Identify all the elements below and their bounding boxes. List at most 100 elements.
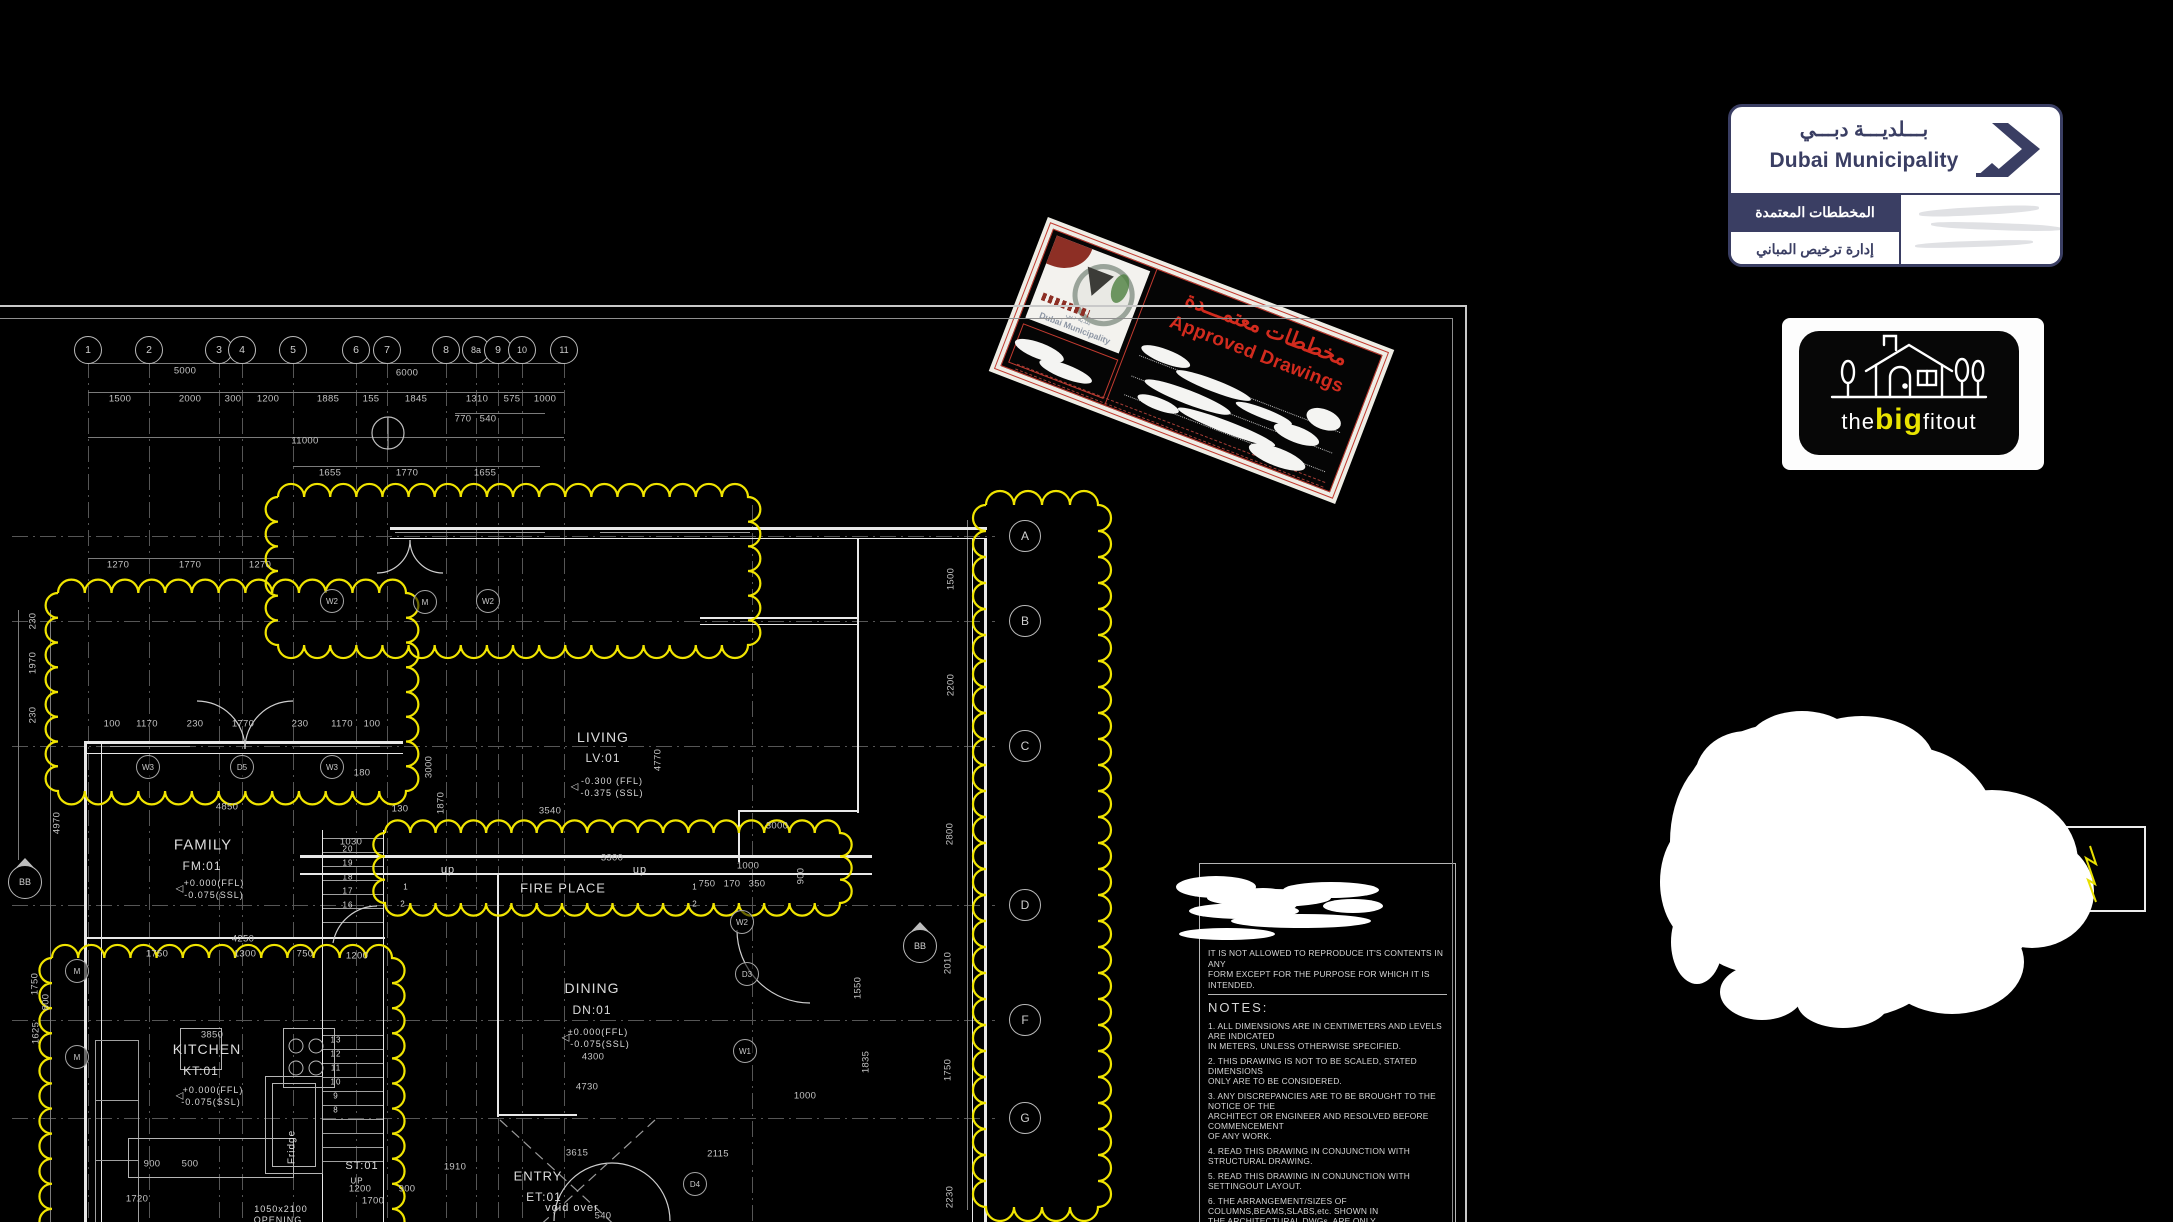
badge-signature-area <box>1901 195 2060 264</box>
plan-label: KITCHEN <box>172 1041 242 1057</box>
fixture-rect <box>283 1028 335 1088</box>
plan-label: 2 <box>692 899 698 909</box>
plan-label: ET:01 <box>526 1190 562 1204</box>
plan-label: +0.000(FFL) <box>182 1085 244 1095</box>
grid-bubble-9: 9 <box>484 336 512 364</box>
grid-line <box>12 1020 995 1021</box>
notes-scribble-shape <box>1228 888 1298 916</box>
dimension-text: 1870 <box>435 791 447 815</box>
redaction-blob-shape <box>1720 964 1804 1020</box>
badge-left-column: المخططات المعتمدة إدارة ترخيص المباني <box>1731 195 1901 264</box>
plan-label: up <box>440 864 456 876</box>
dimension-text: 180 <box>353 767 371 779</box>
badge-header: بـــلديـــة دبـــي Dubai Municipality <box>1731 107 2060 195</box>
fixture-rect <box>128 1138 294 1178</box>
plan-label: 1 <box>692 882 698 892</box>
detail-line <box>323 922 383 923</box>
cooktop-burner <box>308 1038 324 1054</box>
grid-bubble-11: 11 <box>550 336 578 364</box>
dimension-text: 540 <box>479 413 497 425</box>
detail-line <box>95 1100 138 1101</box>
dimension-line <box>88 392 564 393</box>
badge-licensing-band: إدارة ترخيص المباني <box>1731 230 1899 264</box>
wall-line <box>383 830 384 1222</box>
detail-line <box>323 1091 383 1092</box>
wall-line <box>857 538 859 813</box>
detail-line <box>323 838 383 839</box>
dimension-text: 1835 <box>860 1050 872 1074</box>
dimension-text: 1000 <box>533 393 557 405</box>
grid-line <box>356 362 357 1222</box>
dimension-text: 1750 <box>145 948 169 960</box>
detail-line <box>323 1063 383 1064</box>
dimension-text: 130 <box>391 803 409 815</box>
plan-label: KT:01 <box>183 1064 219 1078</box>
opening-tag: W2 <box>730 910 754 934</box>
opening-tag: W3 <box>320 755 344 779</box>
fitout-word-big: big <box>1874 403 1923 436</box>
detail-line <box>95 1160 138 1161</box>
opening-tag: D5 <box>230 755 254 779</box>
plan-label: UP <box>350 1176 364 1186</box>
opening-tag: M <box>65 1045 89 1069</box>
door-arc <box>611 1162 671 1222</box>
badge-title-arabic: بـــلديـــة دبـــي <box>1799 119 1929 141</box>
dimension-text: 2115 <box>707 1148 729 1160</box>
grid-line <box>752 505 753 1222</box>
opening-tag: M <box>65 959 89 983</box>
grid-bubble-C: C <box>1009 730 1041 762</box>
plan-label: LV:01 <box>585 751 621 765</box>
grid-bubble-5: 5 <box>279 336 307 364</box>
dimension-line <box>18 610 19 860</box>
dimension-text: 2010 <box>942 951 954 975</box>
dimension-text: 1550 <box>852 976 864 1000</box>
dimension-text: 300 <box>224 393 242 405</box>
bigfitout-logo-backdrop: the big fitout <box>1782 318 2044 470</box>
plan-label: ±0.000(FFL) <box>567 1027 629 1037</box>
fixture-rect <box>265 1076 323 1174</box>
plan-label: 12 <box>330 1049 342 1059</box>
dimension-line <box>293 466 540 467</box>
dubai-municipality-arrow-icon <box>1972 119 2046 186</box>
detail-line <box>95 1040 96 1222</box>
dimension-text: 1500 <box>108 393 132 405</box>
yellow-squiggle <box>2084 845 2098 903</box>
detail-line <box>323 1133 383 1134</box>
dimension-text: 1270 <box>248 559 272 571</box>
badge-approved-plans-band: المخططات المعتمدة <box>1731 195 1899 230</box>
wall-line <box>700 617 857 619</box>
dimension-text: 1000 <box>736 860 760 872</box>
plan-label: FAMILY <box>173 836 233 854</box>
dimension-text: 1655 <box>473 467 497 479</box>
dimension-text: 4250 <box>231 933 255 945</box>
notes-scribble-shape <box>1231 914 1371 928</box>
fixture-rect <box>272 1083 316 1167</box>
note-item-5: 5. READ THIS DRAWING IN CONJUNCTION WITH… <box>1208 1171 1411 1191</box>
grid-bubble-7: 7 <box>373 336 401 364</box>
grid-line <box>12 621 995 622</box>
dimension-text: 2800 <box>944 822 956 846</box>
wall-line <box>700 624 857 625</box>
plan-label: 16 <box>342 900 354 910</box>
dimension-text: 1770 <box>395 467 419 479</box>
dimension-text: 1300 <box>233 948 257 960</box>
dimension-line <box>967 520 968 1210</box>
detail-line <box>323 1147 383 1148</box>
notes-redaction-scribble <box>1176 870 1447 948</box>
plan-label: ◁ <box>570 781 580 793</box>
opening-tag: M <box>413 590 437 614</box>
detail-line <box>323 852 383 853</box>
dimension-text: 230 <box>27 612 39 630</box>
dimension-text: 1720 <box>125 1193 149 1205</box>
dimension-text: 750 <box>698 878 716 890</box>
grid-line <box>498 362 499 1222</box>
plan-label: DN:01 <box>572 1003 612 1017</box>
door-arc <box>376 539 411 574</box>
wall-line <box>84 741 87 1222</box>
grid-bubble-8: 8 <box>432 336 460 364</box>
dimension-text: 1910 <box>443 1161 467 1173</box>
dimension-text: 750 <box>296 948 314 960</box>
cooktop-burner <box>288 1060 304 1076</box>
dimension-line <box>88 363 564 364</box>
